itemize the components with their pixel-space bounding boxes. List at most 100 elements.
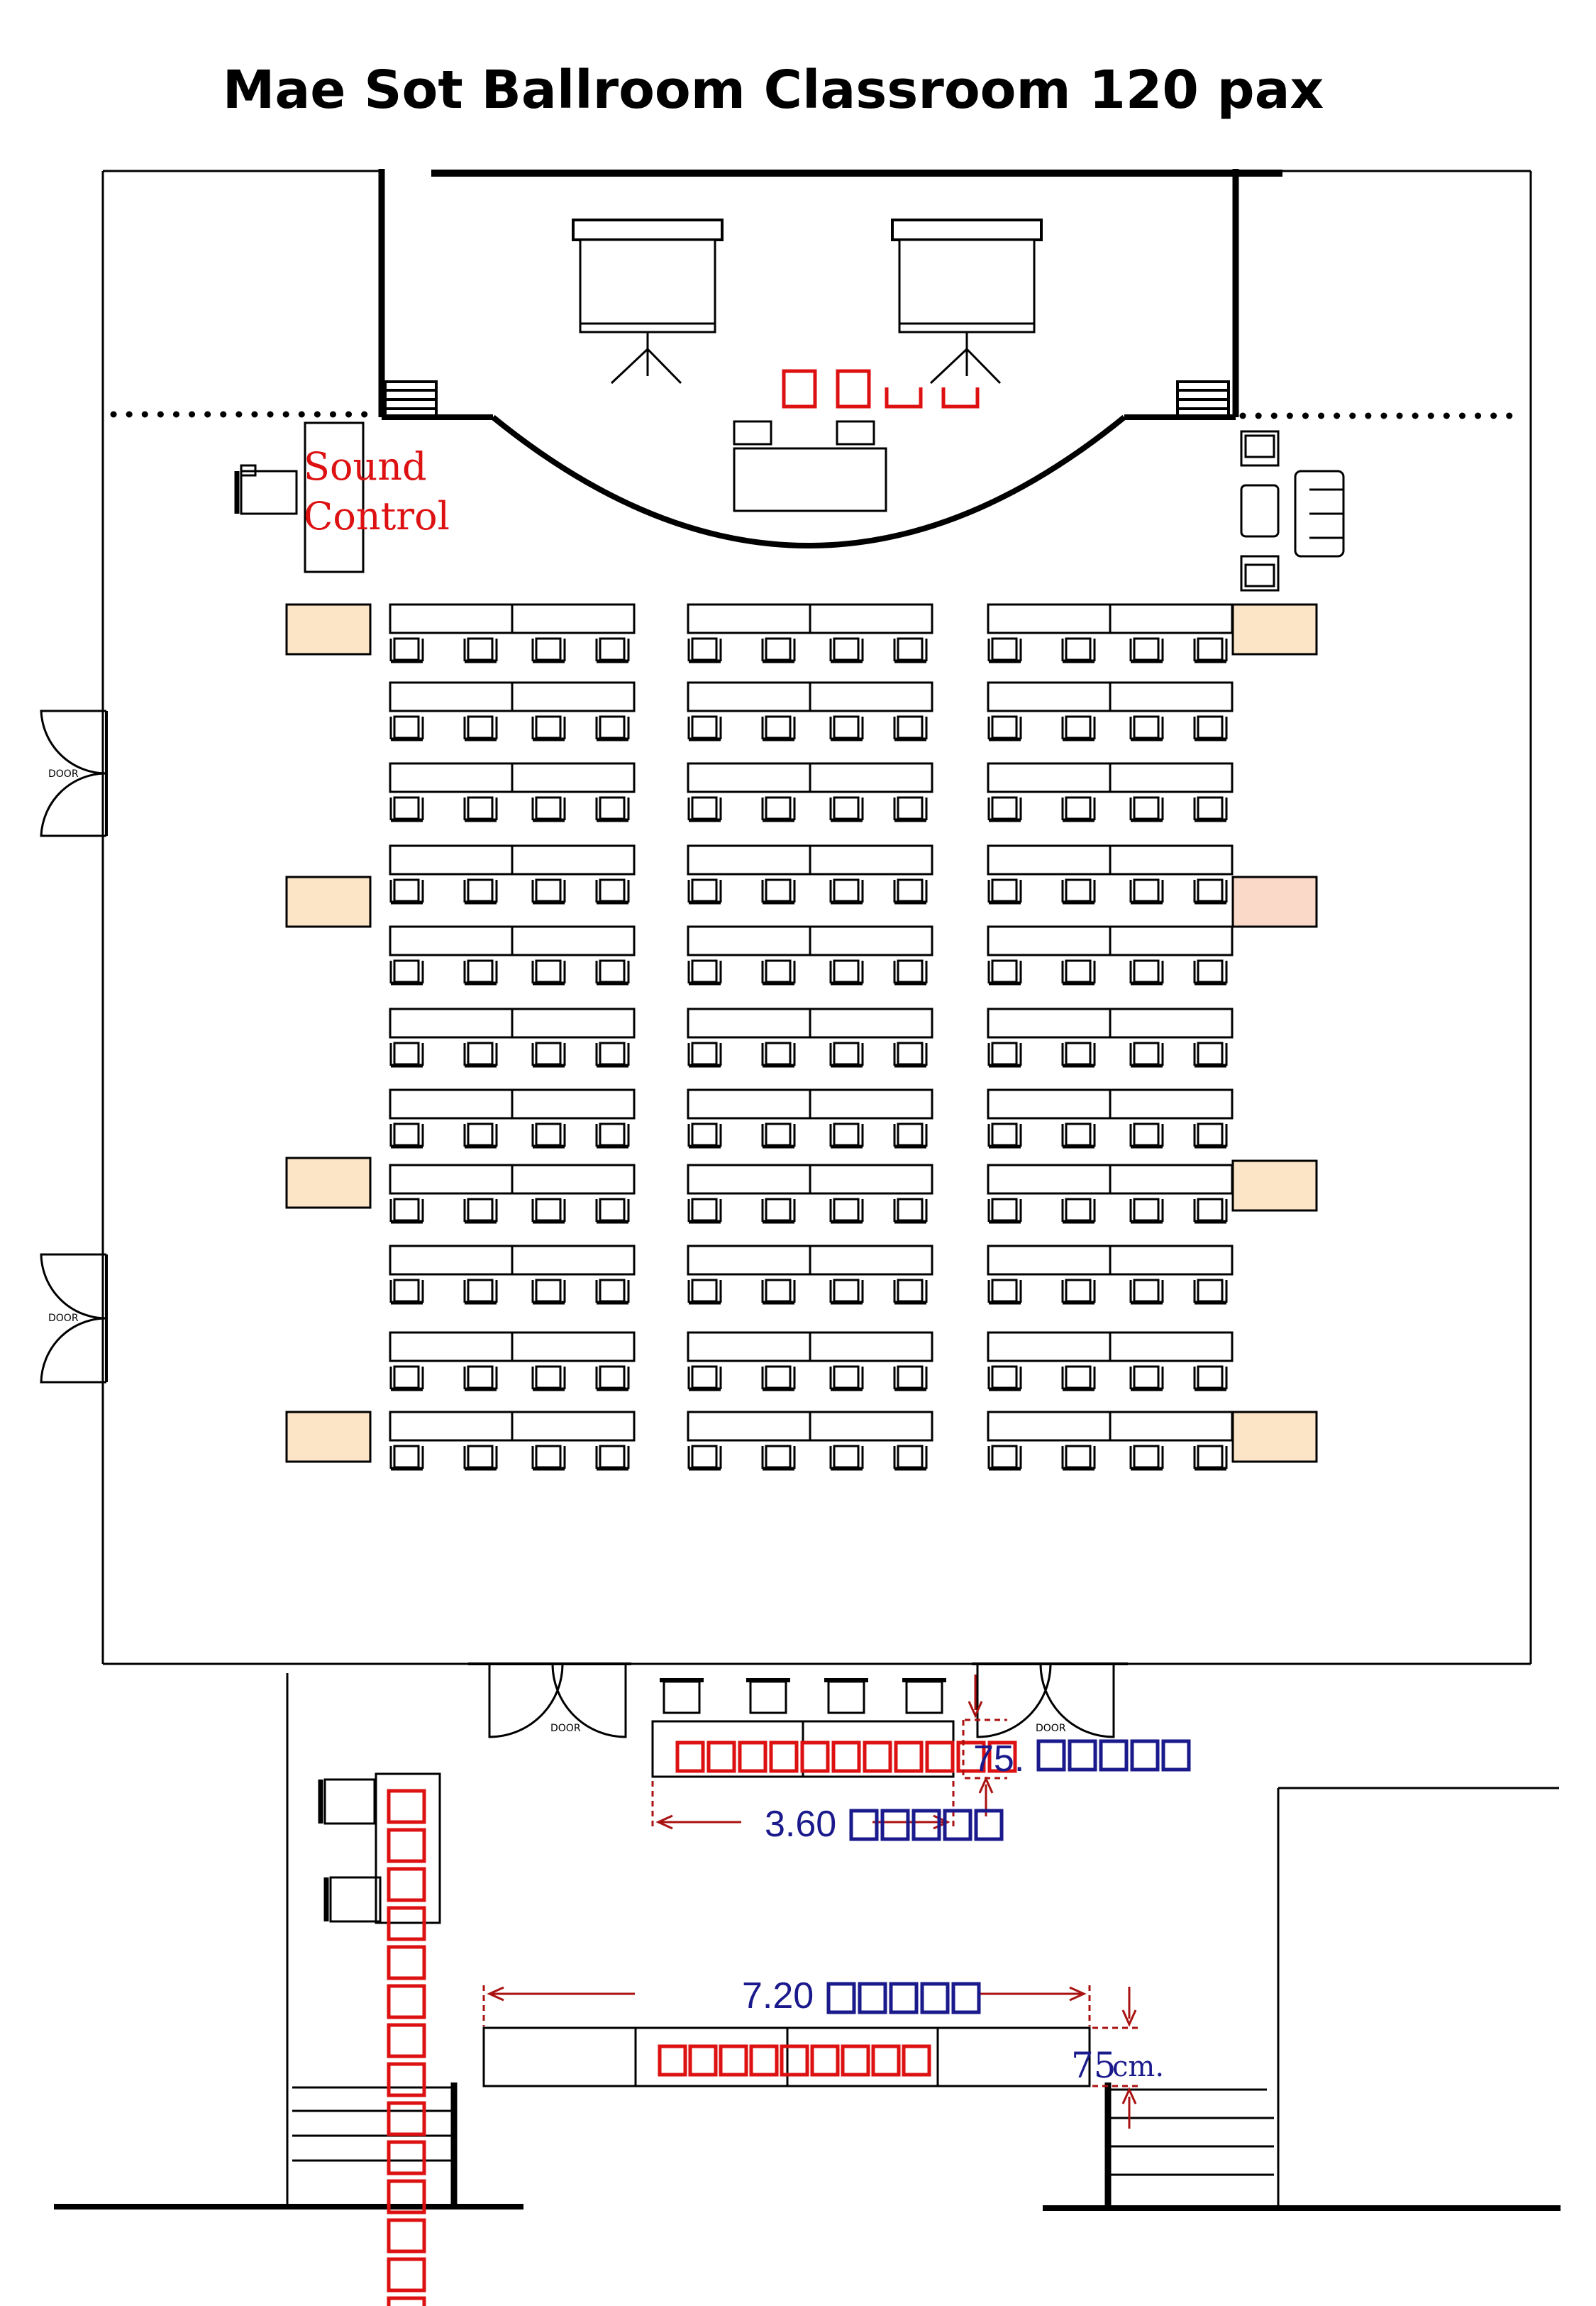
chair <box>893 878 928 905</box>
chair <box>1193 637 1228 663</box>
table-row <box>389 1008 636 1068</box>
chair <box>531 1122 566 1149</box>
label-glyph <box>1130 1739 1160 1772</box>
chair <box>463 715 498 741</box>
label-glyph <box>387 2062 426 2097</box>
table-row <box>687 1008 933 1068</box>
chair <box>987 1198 1022 1224</box>
chair <box>829 878 864 905</box>
label-glyph <box>1068 1739 1097 1772</box>
chair <box>987 796 1022 822</box>
chair <box>463 1042 498 1068</box>
table-row <box>687 762 933 822</box>
chair <box>531 1445 566 1471</box>
chair <box>761 1122 796 1149</box>
chair <box>761 715 796 741</box>
chair <box>987 715 1022 741</box>
table-row <box>987 1411 1234 1471</box>
sound-control-label-line1: Sound <box>304 444 427 489</box>
table-row <box>389 603 636 663</box>
chair <box>1061 637 1096 663</box>
long-table-label-glyphs <box>658 2044 931 2077</box>
chair <box>1061 878 1096 905</box>
chair <box>389 1365 424 1391</box>
chair <box>687 715 722 741</box>
table-row <box>389 1411 636 1471</box>
label-glyph <box>800 1740 830 1773</box>
label-glyph <box>863 1740 892 1773</box>
chair <box>687 1042 722 1068</box>
dimension-label-75b: 75 <box>1071 2045 1116 2086</box>
chair <box>1193 959 1228 986</box>
chair <box>1061 1198 1096 1224</box>
label-glyph <box>951 1982 981 2014</box>
label-glyph <box>387 1984 426 2019</box>
chair <box>389 715 424 741</box>
chair <box>893 1198 928 1224</box>
chair <box>389 878 424 905</box>
label-glyph <box>880 1809 910 1841</box>
chair <box>1061 1122 1096 1149</box>
page-title: Mae Sot Ballroom Classroom 120 pax <box>223 60 1324 121</box>
chair <box>687 878 722 905</box>
label-glyph <box>858 1982 887 2014</box>
bottom-door-right: DOOR <box>972 1662 1128 1738</box>
chair <box>1129 1365 1164 1391</box>
table-row <box>687 1331 933 1391</box>
chair <box>595 1365 630 1391</box>
label-glyph <box>769 1740 799 1773</box>
chair <box>1193 1122 1228 1149</box>
chair <box>1129 1445 1164 1471</box>
chair <box>902 1678 946 1714</box>
chair <box>746 1678 790 1714</box>
label-glyph <box>387 1828 426 1863</box>
chair <box>1129 878 1164 905</box>
chair <box>687 796 722 822</box>
chair <box>987 637 1022 663</box>
table-row <box>687 681 933 741</box>
label-glyph <box>920 1982 950 2014</box>
table-row <box>987 603 1234 663</box>
chair <box>1129 1198 1164 1224</box>
chair <box>829 715 864 741</box>
chair <box>531 637 566 663</box>
chair <box>660 1678 704 1714</box>
chair <box>987 1279 1022 1305</box>
chair <box>987 959 1022 986</box>
chair <box>987 1042 1022 1068</box>
dimension-720-glyphs <box>826 1982 981 2014</box>
label-glyph <box>387 2257 426 2293</box>
chair <box>1193 715 1228 741</box>
chair <box>761 1279 796 1305</box>
chair <box>829 796 864 822</box>
chair <box>687 1122 722 1149</box>
chair <box>1193 1445 1228 1471</box>
dimension-label-360: 3.60 <box>765 1804 836 1845</box>
long-table <box>482 2026 1091 2087</box>
chair <box>987 1365 1022 1391</box>
chair <box>531 796 566 822</box>
chair <box>761 1445 796 1471</box>
chair <box>687 959 722 986</box>
door-label: DOOR <box>48 1313 79 1324</box>
door-label: DOOR <box>550 1723 581 1734</box>
chair <box>829 1279 864 1305</box>
chair <box>1061 796 1096 822</box>
chair <box>1061 959 1096 986</box>
chair <box>531 1198 566 1224</box>
sound-control-desk <box>304 421 365 573</box>
table-row <box>987 925 1234 986</box>
chair <box>893 1122 928 1149</box>
chair <box>761 959 796 986</box>
dimension-label-720: 7.20 <box>742 1975 814 2017</box>
chair <box>761 878 796 905</box>
sound-control-label-line2: Control <box>304 494 450 539</box>
projection-screen-left <box>572 219 724 385</box>
chair <box>687 1198 722 1224</box>
chair <box>987 878 1022 905</box>
table-row <box>987 762 1234 822</box>
label-glyph <box>387 1867 426 1902</box>
label-glyph <box>387 2023 426 2058</box>
chair <box>389 637 424 663</box>
label-glyph <box>387 2179 426 2214</box>
